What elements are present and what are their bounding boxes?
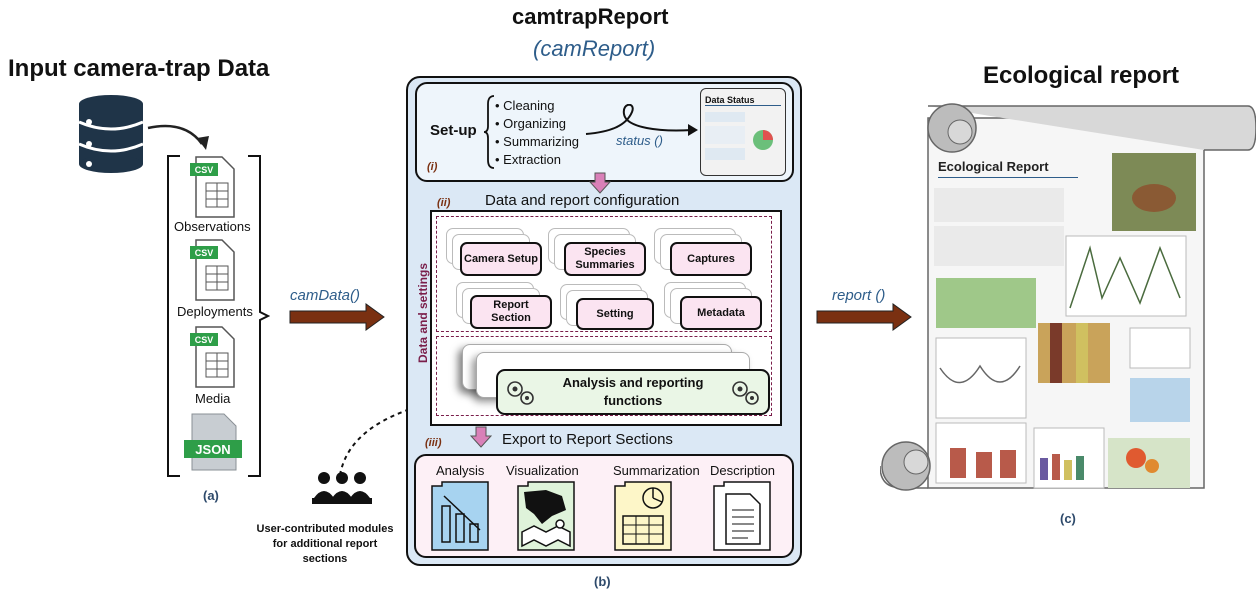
- setup-label: Set-up: [430, 122, 477, 139]
- marker-iii: (iii): [425, 437, 442, 449]
- data-status-document: Data Status: [700, 88, 786, 176]
- svg-text:CSV: CSV: [195, 335, 214, 345]
- svg-text:JSON: JSON: [195, 442, 230, 457]
- setup-steps-list: • Cleaning • Organizing • Summarizing • …: [495, 97, 579, 169]
- setup-step: • Summarizing: [495, 134, 580, 149]
- status-arrow-icon: [585, 104, 698, 136]
- export-title: Export to Report Sections: [502, 431, 673, 448]
- database-icon: [78, 95, 209, 173]
- panel-label-b: (b): [594, 574, 611, 589]
- map-visualization-icon: [517, 481, 575, 551]
- data-and-settings-label: Data and settings: [416, 262, 430, 363]
- summarization-icon: [614, 481, 672, 551]
- users-icon: [312, 472, 372, 504]
- down-arrow-icon: [589, 172, 611, 194]
- svg-text:CSV: CSV: [195, 248, 214, 258]
- export-section-analysis: Analysis: [436, 463, 485, 478]
- file-label-deployments: Deployments: [177, 304, 253, 319]
- module-camera-setup[interactable]: Camera Setup: [460, 242, 542, 276]
- ecological-report-title: Ecological report: [983, 62, 1180, 89]
- down-arrow-icon: [470, 426, 492, 448]
- module-setting[interactable]: Setting: [576, 298, 654, 330]
- camdata-function-label: camData(): [290, 287, 361, 304]
- analysis-icon: [431, 481, 489, 551]
- csv-file-icon: CSV: [190, 326, 235, 388]
- module-species-summaries[interactable]: Species Summaries: [564, 242, 646, 276]
- gears-icon: [732, 381, 759, 405]
- report-doc-title: Ecological Report: [938, 159, 1078, 178]
- module-report-section[interactable]: Report Section: [470, 295, 552, 329]
- camdata-arrow-icon: [289, 303, 385, 331]
- csv-file-icon: CSV: [190, 239, 235, 301]
- marker-ii: (ii): [437, 197, 451, 209]
- status-preview-icon: [705, 112, 773, 160]
- status-function-label: status (): [616, 133, 663, 148]
- export-section-summarization: Summarization: [613, 463, 700, 478]
- file-label-media: Media: [195, 391, 231, 406]
- module-captures[interactable]: Captures: [670, 242, 752, 276]
- config-title: Data and report configuration: [485, 192, 680, 209]
- file-bracket: [167, 155, 270, 477]
- setup-step: • Extraction: [495, 152, 561, 167]
- export-section-description: Description: [710, 463, 776, 478]
- gears-icon: [507, 381, 534, 405]
- input-data-title: Input camera-trap Data: [8, 55, 270, 82]
- json-file-icon: JSON: [184, 413, 242, 471]
- report-function-label: report (): [832, 287, 886, 304]
- center-title: camtrapReport: [512, 4, 669, 29]
- svg-text:CSV: CSV: [195, 165, 214, 175]
- panel-label-a: (a): [203, 488, 219, 503]
- file-label-observations: Observations: [174, 219, 251, 234]
- export-section-visualization: Visualization: [506, 463, 579, 478]
- functions-dashed-region: [436, 336, 772, 416]
- setup-step: • Cleaning: [495, 98, 555, 113]
- setup-brace: [484, 95, 495, 169]
- csv-file-icon: CSV: [190, 156, 235, 218]
- description-document-icon: [713, 481, 771, 551]
- report-arrow-icon: [816, 303, 912, 331]
- module-metadata[interactable]: Metadata: [680, 296, 762, 330]
- report-scroll-icon: [880, 103, 1256, 491]
- setup-step: • Organizing: [495, 116, 567, 131]
- modules-dashed-region: [436, 216, 772, 332]
- center-subtitle: (camReport): [533, 36, 656, 61]
- panel-label-c: (c): [1060, 511, 1076, 526]
- marker-i: (i): [427, 161, 438, 173]
